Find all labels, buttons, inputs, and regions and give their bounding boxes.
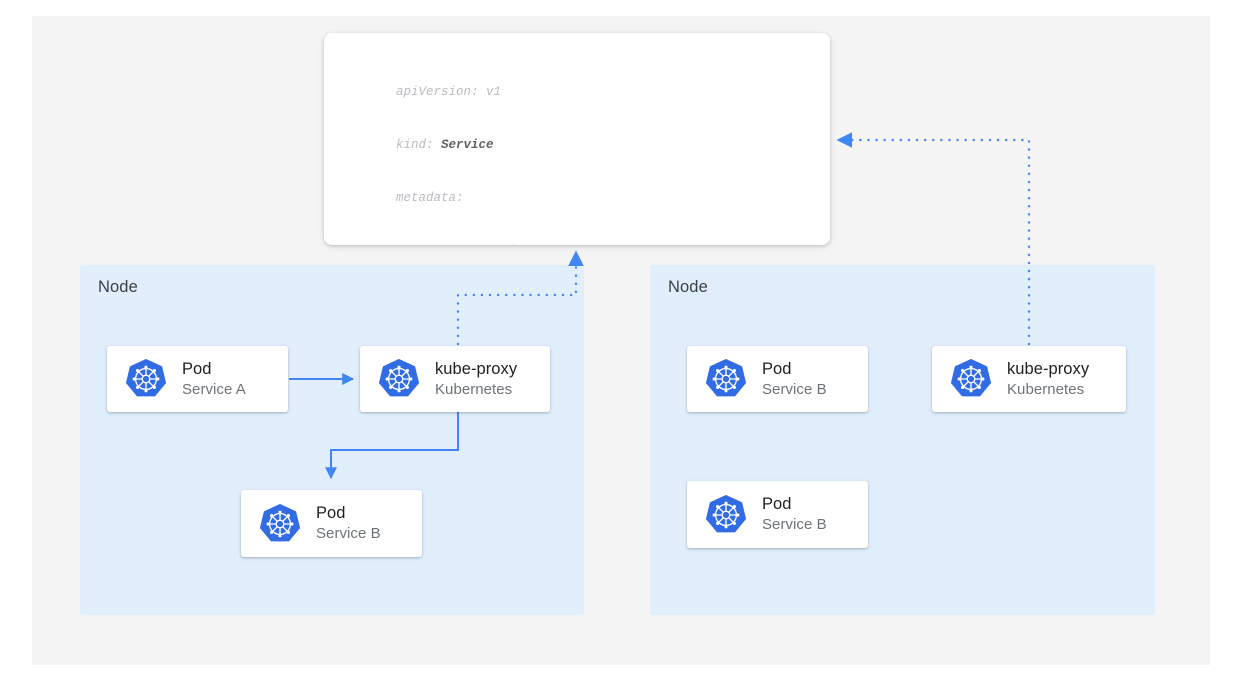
card-title: Pod <box>316 504 346 522</box>
card-text: Pod Service B <box>762 494 827 535</box>
service-yaml-manifest-card[interactable]: apiVersion: v1 kind: Service metadata: n… <box>324 33 830 245</box>
card-text: Pod Service A <box>182 359 246 400</box>
kubernetes-logo-icon <box>706 359 746 399</box>
kubernetes-logo-icon <box>260 503 300 544</box>
card-subtitle: Service B <box>316 525 381 542</box>
node-region-left[interactable]: Node <box>80 265 584 615</box>
card-title: kube-proxy <box>435 359 518 378</box>
card-text: Pod Service B <box>762 359 827 400</box>
card-subtitle: Service B <box>762 380 827 398</box>
yaml-line: name: my-service <box>396 243 704 245</box>
card-title: Pod <box>762 495 792 513</box>
yaml-line: apiVersion: v1 <box>396 85 502 100</box>
service-yaml-manifest-body: apiVersion: v1 kind: Service metadata: n… <box>396 49 704 245</box>
card-text: Pod Service B <box>316 503 381 544</box>
kubernetes-logo-icon <box>379 359 419 399</box>
card-title: Pod <box>762 359 792 378</box>
card-subtitle: Service B <box>762 516 827 533</box>
card-pod-service-b-right-bottom[interactable]: Pod Service B <box>687 481 868 548</box>
yaml-line: metadata: <box>396 190 464 205</box>
card-subtitle: Kubernetes <box>1007 380 1085 398</box>
kubernetes-logo-icon <box>126 359 166 399</box>
card-kube-proxy-left[interactable]: kube-proxy Kubernetes <box>360 346 550 412</box>
node-label-right: Node <box>668 278 708 296</box>
card-text: kube-proxy Kubernetes <box>1007 359 1089 400</box>
yaml-line: kind: Service <box>396 137 494 152</box>
card-pod-service-a[interactable]: Pod Service A <box>107 346 288 412</box>
card-title: kube-proxy <box>1007 359 1090 378</box>
card-kube-proxy-right[interactable]: kube-proxy Kubernetes <box>932 346 1126 412</box>
kubernetes-logo-icon <box>951 359 991 399</box>
kubernetes-logo-icon <box>706 494 746 535</box>
node-region-right[interactable]: Node <box>650 265 1155 615</box>
node-label-left: Node <box>98 278 138 296</box>
card-text: kube-proxy Kubernetes <box>435 359 517 400</box>
card-title: Pod <box>182 359 212 378</box>
card-pod-service-b-right-top[interactable]: Pod Service B <box>687 346 868 412</box>
card-pod-service-b-left[interactable]: Pod Service B <box>241 490 422 557</box>
card-subtitle: Kubernetes <box>435 380 513 398</box>
card-subtitle: Service A <box>182 380 246 398</box>
